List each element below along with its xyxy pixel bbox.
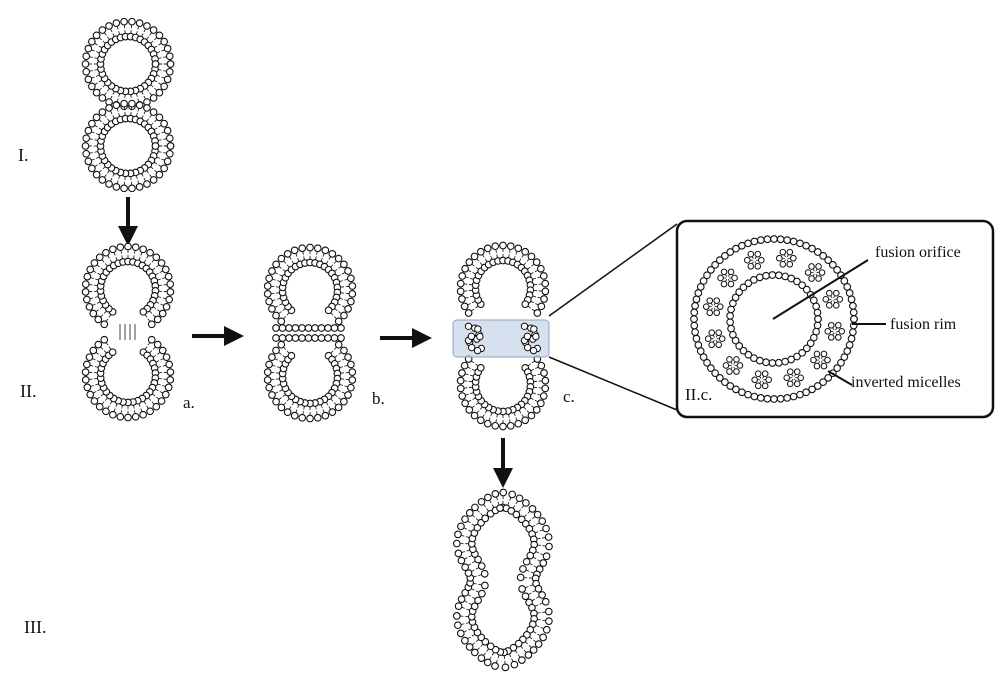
step-label-a: a. xyxy=(183,393,195,412)
rim-micelle-clusters xyxy=(464,322,542,355)
stage-label-3: III. xyxy=(24,617,47,637)
stage-label-2: II. xyxy=(20,381,37,401)
callout-fusion-orifice: fusion orifice xyxy=(875,244,961,261)
step-label-c: c. xyxy=(563,387,575,406)
callout-line-micelles xyxy=(827,370,853,386)
stage-2a-stalk xyxy=(81,242,175,422)
callout-fusion-rim: fusion rim xyxy=(890,316,957,333)
callout-inverted-micelles: inverted micelles xyxy=(851,374,961,391)
step-label-b: b. xyxy=(372,389,385,408)
zoom-line-bottom xyxy=(548,356,678,411)
stage-2c-fusion-pore xyxy=(456,241,550,431)
stage-3-fused-vesicle xyxy=(452,488,553,672)
zoom-line-top xyxy=(548,223,678,317)
callout-line-orifice xyxy=(772,259,869,320)
stage-label-1: I. xyxy=(18,145,29,165)
stage-1-vesicle-pair xyxy=(81,17,175,193)
inset-label: II.c. xyxy=(685,385,713,404)
inset-panel xyxy=(675,219,995,419)
fusion-rim-ring xyxy=(690,235,858,403)
stage-2b-hemifusion xyxy=(263,243,357,423)
